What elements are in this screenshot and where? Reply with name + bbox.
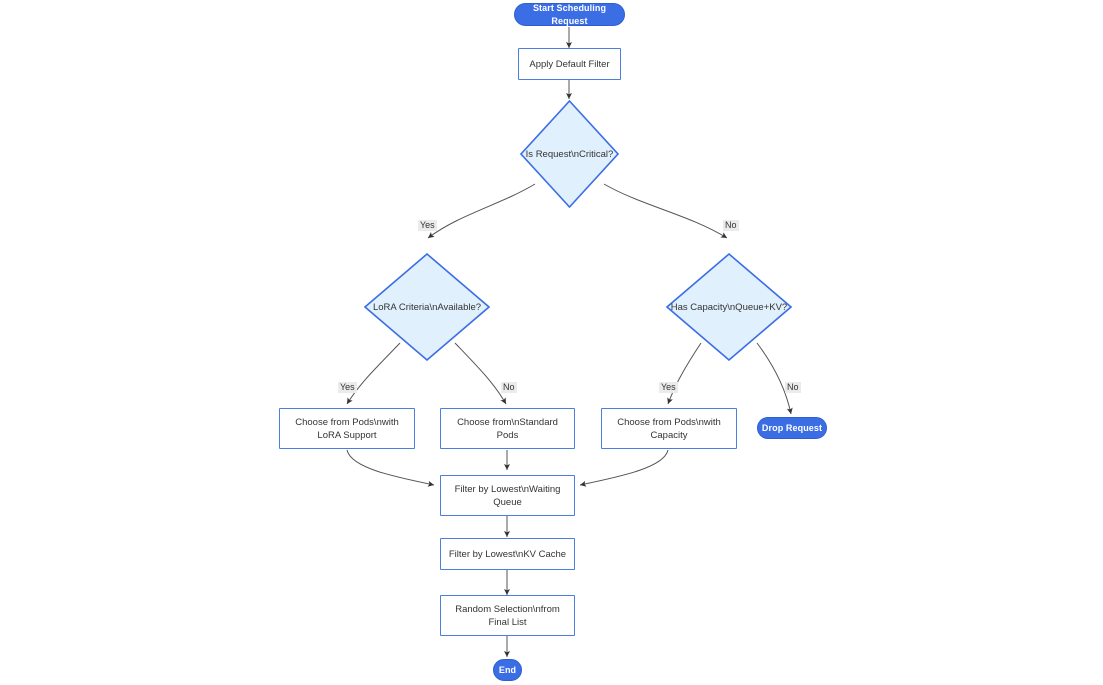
node-filter-kv-cache-label: Filter by Lowest\nKV Cache xyxy=(448,548,567,560)
edge-label-critical-yes: Yes xyxy=(418,220,437,231)
edge-label-capacity-yes: Yes xyxy=(659,382,678,393)
node-has-capacity-label: Has Capacity\nQueue+KV? xyxy=(670,301,788,313)
node-filter-waiting-queue-label: Filter by Lowest\nWaiting Queue xyxy=(454,483,561,508)
node-random-selection[interactable]: Random Selection\nfrom Final List xyxy=(440,595,575,636)
node-filter-kv-cache[interactable]: Filter by Lowest\nKV Cache xyxy=(440,538,575,570)
node-is-request-critical-label: Is Request\nCritical? xyxy=(525,148,614,160)
node-start[interactable]: Start Scheduling Request xyxy=(514,3,625,26)
node-choose-standard-pods[interactable]: Choose from\nStandard Pods xyxy=(440,408,575,449)
diamond-shape-icon xyxy=(666,253,792,361)
diamond-shape-icon xyxy=(364,253,490,361)
node-filter-waiting-queue[interactable]: Filter by Lowest\nWaiting Queue xyxy=(440,475,575,516)
node-start-label: Start Scheduling Request xyxy=(532,2,607,26)
node-choose-lora-pods[interactable]: Choose from Pods\nwith LoRA Support xyxy=(279,408,415,449)
node-choose-capacity-pods[interactable]: Choose from Pods\nwith Capacity xyxy=(601,408,737,449)
node-drop-request[interactable]: Drop Request xyxy=(757,417,827,439)
node-end[interactable]: End xyxy=(493,659,522,681)
node-is-request-critical[interactable]: Is Request\nCritical? xyxy=(520,100,619,208)
node-lora-criteria-available[interactable]: LoRA Criteria\nAvailable? xyxy=(364,253,490,361)
node-lora-criteria-available-label: LoRA Criteria\nAvailable? xyxy=(372,301,482,313)
node-choose-capacity-pods-label: Choose from Pods\nwith Capacity xyxy=(617,416,721,441)
edge-critical-no-to-capacity xyxy=(603,183,728,239)
node-choose-standard-pods-label: Choose from\nStandard Pods xyxy=(457,416,558,441)
node-random-selection-label: Random Selection\nfrom Final List xyxy=(455,603,560,628)
edge-label-lora-yes: Yes xyxy=(338,382,357,393)
edge-label-capacity-no: No xyxy=(785,382,801,393)
edge-label-critical-no: No xyxy=(723,220,739,231)
diamond-shape-icon xyxy=(520,100,619,208)
edge-capacity-pods-to-filter-queue xyxy=(579,449,669,487)
node-apply-default-filter[interactable]: Apply Default Filter xyxy=(518,48,621,80)
node-apply-default-filter-label: Apply Default Filter xyxy=(529,58,610,70)
node-drop-request-label: Drop Request xyxy=(761,422,823,433)
edge-label-lora-no: No xyxy=(501,382,517,393)
edge-lora-pods-to-filter-queue xyxy=(346,449,435,487)
node-end-label: End xyxy=(498,664,517,675)
node-has-capacity[interactable]: Has Capacity\nQueue+KV? xyxy=(666,253,792,361)
edge-critical-yes-to-lora xyxy=(427,183,536,239)
node-choose-lora-pods-label: Choose from Pods\nwith LoRA Support xyxy=(295,416,399,441)
